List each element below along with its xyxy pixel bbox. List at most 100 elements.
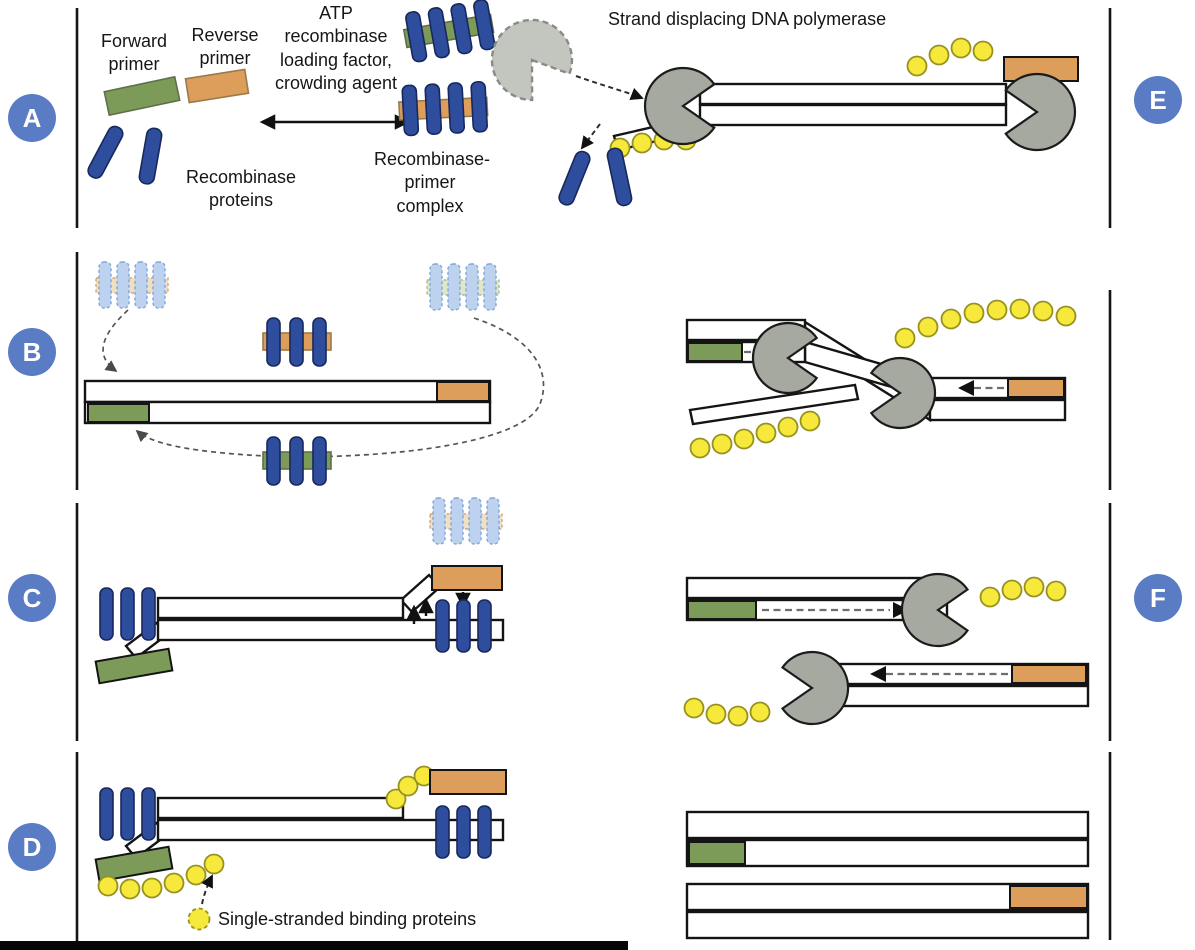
panel-divider-lines (75, 8, 1112, 948)
polymerase-icon (1004, 72, 1077, 152)
ssb-icon (963, 302, 985, 324)
ssb-icon (917, 316, 939, 338)
ssb-icon (119, 878, 141, 900)
polymerase-icon (751, 321, 819, 395)
ssb-chain (979, 576, 1067, 608)
panel-b-badge: B (8, 328, 56, 376)
ssb-icon (385, 788, 407, 810)
panel-a-graphics (87, 0, 498, 185)
polymerase-binding-arrow (575, 75, 644, 101)
ssb-chain (906, 37, 994, 77)
reverse-primer-icon (184, 68, 250, 104)
ssb-icon (397, 775, 419, 797)
ssb-chain (385, 765, 435, 810)
dna-strand (156, 618, 505, 642)
ssb-icon (185, 864, 207, 886)
dna-strand (156, 596, 405, 620)
forward-primer-site (688, 841, 746, 865)
dna-strand (698, 82, 1008, 106)
ssb-chain (689, 410, 821, 459)
ssb-icon (799, 410, 821, 432)
ssb-icon (906, 55, 928, 77)
panel-e-badge: E (1134, 76, 1182, 124)
panel-d-graphics (94, 765, 507, 931)
recombinase-protein-icon (87, 125, 124, 179)
ssb-icon (1023, 576, 1045, 598)
ssb-icon (1032, 300, 1054, 322)
forward-primer-label: Forward primer (100, 31, 167, 75)
recombinase-protein-icon (138, 127, 163, 185)
panel-b-graphics (83, 261, 545, 486)
ssb-icon (97, 875, 119, 897)
recombinase-protein-icon (558, 150, 591, 206)
ssb-icon (749, 701, 771, 723)
recombinase-primer-complex-reverse (262, 317, 332, 367)
ssb-chain (97, 853, 225, 900)
forward-primer-site (687, 600, 757, 620)
panel-a-badge: A (8, 94, 56, 142)
ssb-icon (755, 422, 777, 444)
displaced-strand (688, 383, 860, 426)
ssb-icon (940, 308, 962, 330)
panel-c-badge: C (8, 574, 56, 622)
dna-strand (685, 838, 1090, 868)
ssb-icon (711, 433, 733, 455)
scanning-path-arrow (102, 309, 129, 373)
atp-loading-factor-label: ATP recombinase loading factor, crowding… (274, 3, 398, 94)
forward-primer-site (87, 403, 150, 423)
panel-e-graphics (490, 18, 1079, 207)
dna-strand (685, 910, 1090, 940)
ssb-icon (894, 327, 916, 349)
faded-recombinase-complex (426, 263, 500, 311)
panel-f-graphics (683, 572, 1090, 727)
recombinase-filament (99, 587, 156, 641)
recombinase-filament (435, 599, 492, 653)
recombinase-filament (435, 805, 492, 859)
ssb-icon (1009, 298, 1031, 320)
ssb-icon (986, 299, 1008, 321)
ssb-icon (1055, 305, 1077, 327)
ssb-chain (894, 298, 1077, 349)
polymerase-icon (869, 356, 937, 430)
dna-strand (685, 810, 1090, 840)
ssb-icon (141, 877, 163, 899)
panel-d-badge: D (8, 823, 56, 871)
ssb-legend-icon (187, 907, 211, 931)
panel-f-badge: F (1134, 574, 1182, 622)
ssb-icon (203, 853, 225, 875)
forward-primer-icon (103, 75, 181, 117)
image-border-strip (0, 941, 628, 950)
ssb-icon (1045, 580, 1067, 602)
recombinase-release-arrow (580, 123, 601, 150)
reverse-primer-icon (431, 565, 503, 591)
reverse-primer-site (1007, 378, 1065, 398)
ssb-icon (631, 132, 653, 154)
dna-strand (156, 818, 505, 842)
ssb-label-arrow (201, 874, 213, 905)
dna-strand (83, 379, 492, 404)
ssb-icon (163, 872, 185, 894)
scanning-path-arrow (135, 317, 545, 458)
forward-primer-site (687, 342, 743, 362)
ssb-icon (705, 703, 727, 725)
ssb-icon (928, 44, 950, 66)
converging-forks-graphics (685, 298, 1077, 459)
forward-primer-invading (94, 647, 174, 685)
ssb-icon (979, 586, 1001, 608)
amplified-products-graphics (685, 810, 1090, 940)
faded-recombinase-complex (95, 261, 169, 309)
recombinase-primer-complex-forward (262, 436, 332, 486)
ssb-icon (950, 37, 972, 59)
recombinase-proteins-label: Recombinase proteins (185, 167, 297, 211)
ssb-icon (689, 437, 711, 459)
reverse-primer-label: Reverse primer (191, 25, 259, 69)
ssb-icon (777, 416, 799, 438)
polymerase-icon (643, 66, 716, 146)
dna-strand (838, 684, 1090, 708)
forward-primer-invading (94, 845, 174, 883)
ssb-icon (683, 697, 705, 719)
recombinase-filament (99, 787, 156, 841)
ssb-icon (1001, 579, 1023, 601)
dna-strand (928, 398, 1067, 422)
